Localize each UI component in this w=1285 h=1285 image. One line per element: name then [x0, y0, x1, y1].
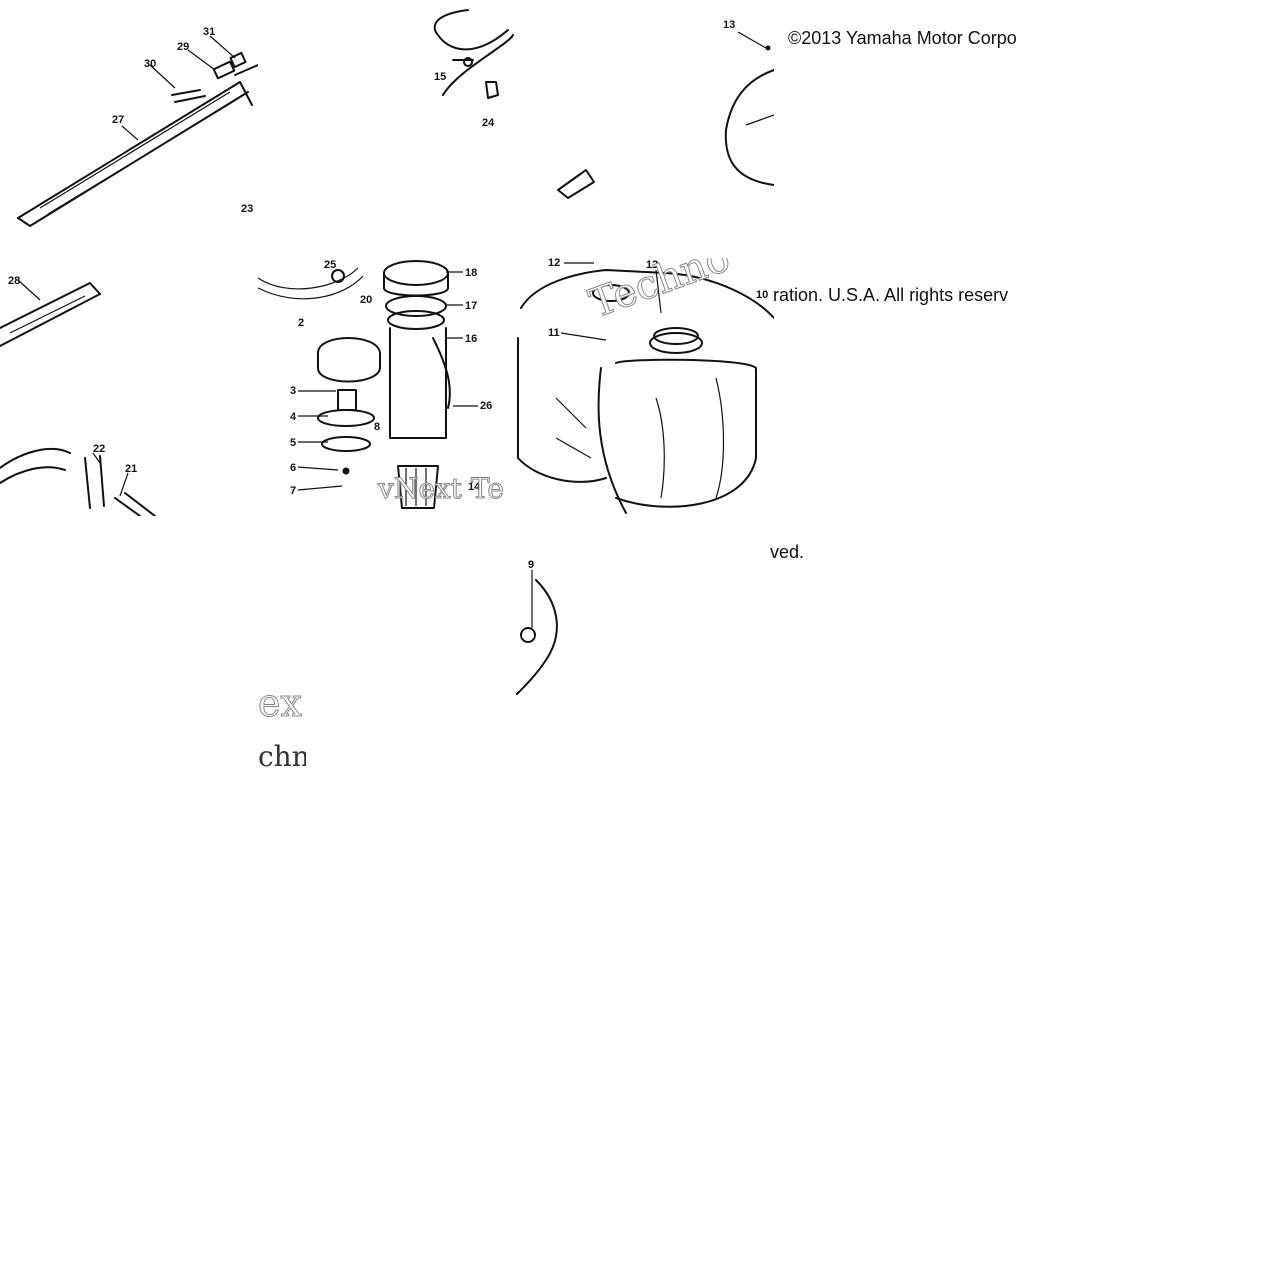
callout-10: 10 [756, 289, 768, 301]
hose-drawing-icon: 15 24 [433, 9, 514, 129]
callout-7: 7 [290, 485, 296, 497]
copyright-line-2: oration. U.S.A. All rights reserv [763, 285, 1009, 305]
callout-14: 14 [468, 481, 481, 493]
watermark-techno: Techno [584, 258, 736, 327]
callout-3: 3 [290, 385, 296, 397]
fuel-tank-body-icon: 12 12 11 10 Techno [517, 258, 774, 514]
callout-20: 20 [360, 294, 372, 306]
callout-23: 23 [241, 203, 253, 215]
callout-30: 30 [144, 58, 156, 70]
callout-16: 16 [465, 333, 477, 345]
callout-8: 8 [374, 421, 380, 433]
fuel-filter-drawing-icon: 25 18 17 20 16 2 3 4 5 6 7 8 26 14 vNext… [258, 259, 504, 509]
callout-13: 13 [723, 19, 735, 31]
callout-15: 15 [434, 71, 446, 83]
tile-strap-assembly: 31 29 30 27 23 [0, 0, 258, 258]
tile-drain-plug: 9 [516, 550, 576, 695]
callout-18: 18 [465, 267, 477, 279]
callout-27: 27 [112, 114, 124, 126]
tile-strap-detail: 28 19 22 21 [0, 258, 258, 516]
tile-filter-assembly: 25 18 17 20 16 2 3 4 5 6 7 8 26 14 vNext… [258, 258, 516, 516]
watermark-ex: ex [258, 681, 302, 725]
callout-25: 25 [324, 259, 336, 271]
callout-31: 31 [203, 26, 215, 38]
tile-fuel-tank: 12 12 11 10 Techno [516, 258, 774, 516]
callout-4: 4 [290, 411, 297, 423]
callout-26: 26 [480, 400, 492, 412]
copyright-line-1: ©2013 Yamaha Motor Corpo [788, 28, 1017, 48]
callout-6: 6 [290, 462, 296, 474]
callout-9: 9 [528, 559, 534, 571]
watermark-fragment-icon: ex chn [258, 681, 306, 774]
drain-plug-icon: 9 [516, 559, 558, 695]
callout-28: 28 [8, 275, 20, 287]
watermark-chn: chn [258, 740, 306, 773]
callout-22: 22 [93, 443, 105, 455]
callout-12b: 12 [646, 259, 658, 271]
strap-detail-icon: 28 19 22 21 [0, 275, 156, 516]
callout-29: 29 [177, 41, 189, 53]
watermark-vnext: vNext Te [377, 472, 504, 505]
fuel-tank-drawing-icon: 13 [557, 19, 774, 199]
copyright-line-3: ved. [770, 542, 805, 562]
callout-24: 24 [482, 117, 495, 129]
callout-11: 11 [548, 327, 560, 339]
callout-21: 21 [125, 463, 137, 475]
tile-tank-top: 13 [516, 0, 774, 258]
callout-12a: 12 [548, 258, 560, 269]
tile-hose: 15 24 [258, 0, 516, 258]
strap-drawing-icon: 31 29 30 27 23 [17, 26, 258, 227]
callout-2: 2 [298, 317, 304, 329]
callout-5: 5 [290, 437, 296, 449]
callout-17: 17 [465, 300, 477, 312]
tile-watermark-fragment: ex chn [258, 674, 306, 774]
